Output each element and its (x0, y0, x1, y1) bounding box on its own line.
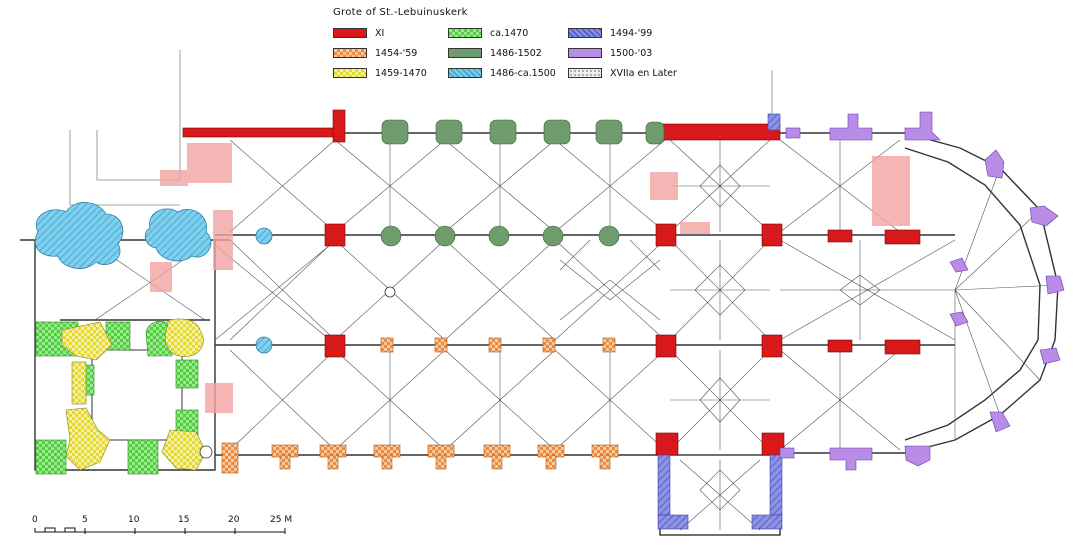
legend-item-1494-1499: 1494-'99 (568, 26, 652, 40)
legend-label-xviia-later: XVIIa en Later (610, 67, 677, 79)
legend-item-1500-1503: 1500-'03 (568, 46, 652, 60)
scale-tick-5: 5 (82, 515, 88, 525)
legend-label-ca1470: ca.1470 (490, 27, 529, 39)
legend-item-xviia-later: XVIIa en Later (568, 66, 677, 80)
legend-swatch-xi (333, 28, 367, 38)
legend-swatch-1500-1503 (568, 48, 602, 58)
legend-swatch-1486-1502 (448, 48, 482, 58)
scale-tick-15: 15 (178, 515, 190, 525)
legend-item-1454-1459: 1454-'59 (333, 46, 417, 60)
later-additions (150, 143, 910, 413)
legend-swatch-1494-1499 (568, 28, 602, 38)
legend-label-1486-1502: 1486-1502 (490, 47, 542, 59)
vault-ribs (94, 139, 1059, 531)
legend-swatch-1454-1459 (333, 48, 367, 58)
scale-bar (34, 527, 286, 534)
period-1500-1503 (779, 111, 1065, 471)
period-1486-1502 (380, 119, 665, 247)
pillar-markers (199, 286, 396, 459)
period-1459-1470 (61, 318, 207, 471)
legend-item-xi: XI (333, 26, 384, 40)
legend-label-1494-1499: 1494-'99 (610, 27, 653, 39)
legend-item-1486-ca1500: 1486-ca.1500 (448, 66, 556, 80)
scale-tick-25m: 25 M (270, 515, 293, 525)
legend-item-1459-1470: 1459-1470 (333, 66, 427, 80)
scale-tick-10: 10 (128, 515, 140, 525)
legend-swatch-1459-1470 (333, 68, 367, 78)
legend-label-1486-ca1500: 1486-ca.1500 (490, 67, 556, 79)
scale-tick-0: 0 (32, 515, 38, 525)
legend-title: Grote of St.-Lebuinuskerk (333, 7, 468, 18)
legend-label-1459-1470: 1459-1470 (375, 67, 427, 79)
legend-label-1500-1503: 1500-'03 (610, 47, 653, 59)
legend-label-xi: XI (375, 27, 385, 39)
legend-swatch-1486-ca1500 (448, 68, 482, 78)
legend-item-ca1470: ca.1470 (448, 26, 528, 40)
legend-swatch-ca1470 (448, 28, 482, 38)
period-1486-ca1500 (34, 202, 273, 354)
scale-tick-20: 20 (228, 515, 240, 525)
legend-label-1454-1459: 1454-'59 (375, 47, 418, 59)
period-1494-1499 (657, 113, 783, 530)
xi-century-walls (182, 109, 921, 456)
period-1454-1459 (221, 337, 619, 474)
legend-swatch-xviia-later (568, 68, 602, 78)
legend-item-1486-1502: 1486-1502 (448, 46, 542, 60)
